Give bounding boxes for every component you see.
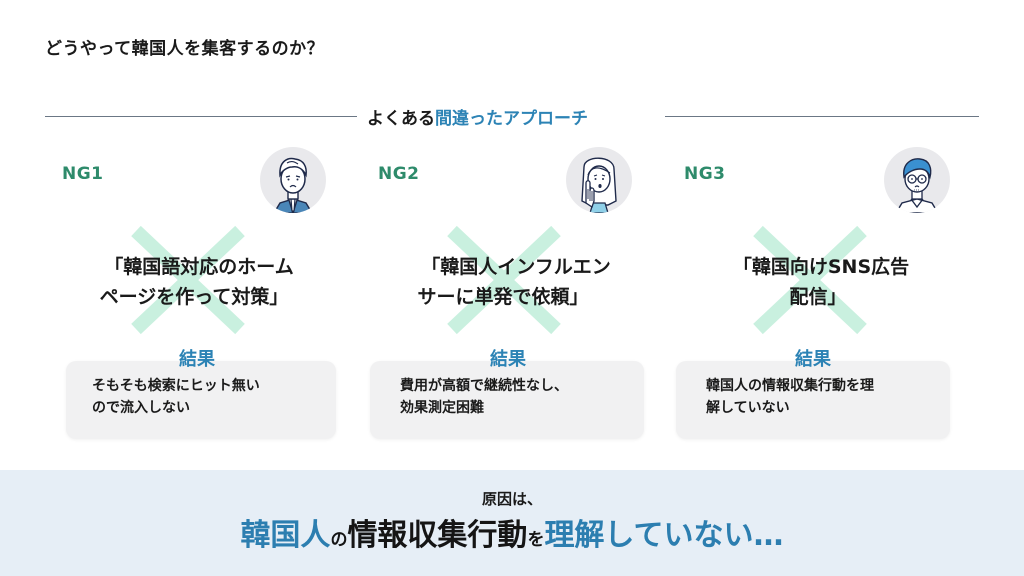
x-mark-icon (750, 225, 870, 335)
result-line-2: 解していない (706, 400, 790, 416)
conclusion-band: 原因は、 韓国人の情報収集行動を理解していない… (0, 470, 1024, 576)
quote-line-1: 「韓国人インフルエン (421, 256, 611, 278)
result-box (66, 361, 336, 439)
result-text: 費用が高額で継続性なし、 効果測定困難 (400, 375, 568, 419)
quote-line-1: 「韓国向けSNS広告 (732, 256, 910, 278)
approach-quote: 「韓国人インフルエン サーに単発で依頼」 (360, 252, 660, 312)
quote-line-2: ページを作って対策」 (99, 286, 289, 308)
approach-quote: 「韓国向けSNS広告 配信」 (666, 252, 966, 312)
result-line-2: ので流入しない (92, 400, 190, 416)
section-heading-plain: よくある (367, 109, 435, 129)
conclusion-part-korean-people: 韓国人 (240, 518, 331, 553)
result-text: 韓国人の情報収集行動を理 解していない (706, 375, 874, 419)
divider-line-right (665, 116, 979, 117)
ng-card-3: NG3 「韓国向けSNS広告 配信」 結果 韓国人の情報収集行動を理 解していな… (666, 140, 966, 440)
section-heading-accent: 間違ったアプローチ (435, 109, 588, 129)
ng-card-2: NG2 「韓国人インフルエン サーに単発で依頼」 結果 費用が高額で継続性なし、… (360, 140, 660, 440)
worried-glasses-man-avatar-icon (884, 147, 950, 213)
result-box (370, 361, 644, 439)
section-divider: よくある間違ったアプローチ (45, 104, 979, 129)
conclusion-part-not-understood: 理解していない… (544, 518, 784, 553)
section-heading: よくある間違ったアプローチ (367, 104, 588, 129)
page-title: どうやって韓国人を集客するのか？ (45, 39, 325, 59)
approach-quote: 「韓国語対応のホーム ページを作って対策」 (44, 252, 344, 312)
result-line-1: そもそも検索にヒット無い (92, 378, 260, 394)
conclusion-particle-wo: を (527, 530, 545, 550)
result-label: 結果 (795, 349, 831, 370)
result-box (676, 361, 950, 439)
conclusion-particle-no: の (330, 530, 348, 550)
quote-line-2: サーに単発で依頼」 (417, 286, 589, 308)
worried-man-avatar-icon (260, 147, 326, 213)
result-line-2: 効果測定困難 (400, 400, 484, 416)
divider-line-left (45, 116, 357, 117)
ng-label: NG3 (684, 164, 726, 184)
x-mark-icon (128, 225, 248, 335)
conclusion-statement: 韓国人の情報収集行動を理解していない… (0, 510, 1024, 554)
x-mark-icon (444, 225, 564, 335)
conclusion-part-info-behavior: 情報収集行動 (347, 518, 528, 553)
worried-woman-avatar-icon (566, 147, 632, 213)
result-line-1: 韓国人の情報収集行動を理 (706, 378, 874, 394)
result-line-1: 費用が高額で継続性なし、 (400, 378, 568, 394)
quote-line-1: 「韓国語対応のホーム (104, 256, 294, 278)
result-label: 結果 (179, 349, 215, 370)
ng-label: NG1 (62, 164, 104, 184)
conclusion-lead: 原因は、 (481, 490, 542, 508)
result-label: 結果 (490, 349, 526, 370)
ng-card-1: NG1 「韓国語対応のホーム ページを作って対策」 結果 そもそも検索にヒット無… (44, 140, 344, 440)
result-text: そもそも検索にヒット無い ので流入しない (92, 375, 260, 419)
ng-label: NG2 (378, 164, 420, 184)
quote-line-2: 配信」 (789, 286, 847, 308)
